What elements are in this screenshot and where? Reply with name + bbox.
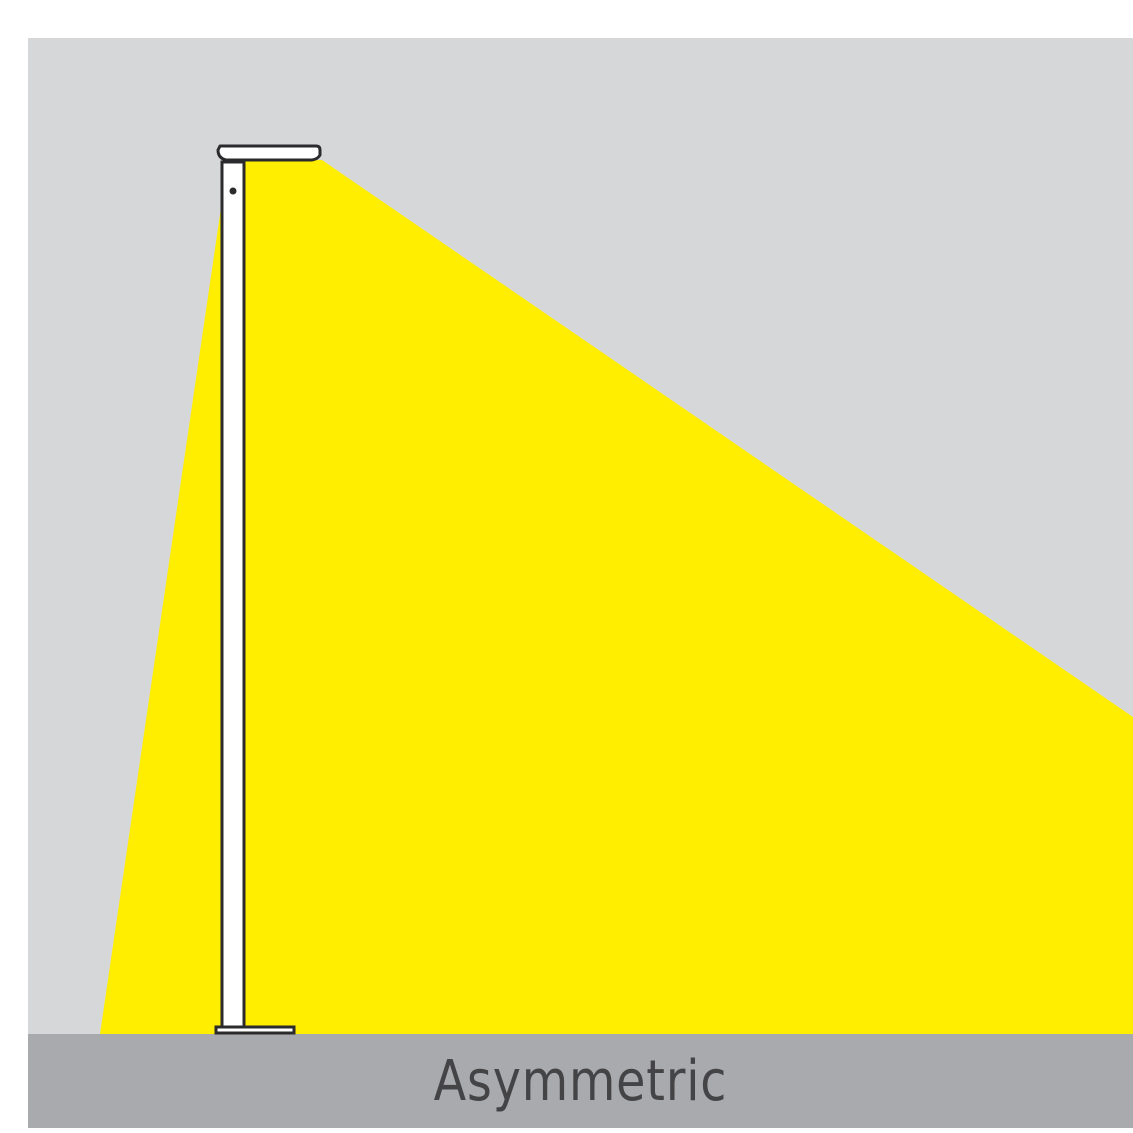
- ground-strip: [28, 1034, 1133, 1128]
- pole-shaft: [220, 160, 246, 1030]
- street-light-pole-icon: [214, 160, 296, 1035]
- luminaire-head-icon: [216, 144, 322, 162]
- asymmetric-light-beam-icon: [100, 160, 1133, 1034]
- lighting-type-caption: Asymmetric: [433, 1048, 728, 1114]
- pole-base-plate: [214, 1025, 296, 1035]
- pole-sensor-dot: [229, 187, 237, 195]
